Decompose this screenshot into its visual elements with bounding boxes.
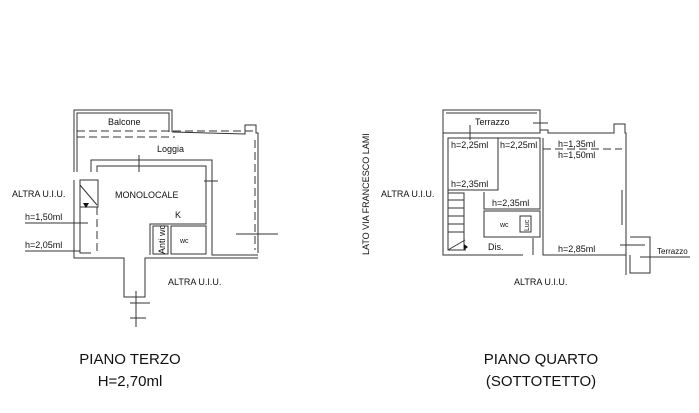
height-label: h=1,50ml <box>558 150 595 160</box>
height-label: h=1,35ml <box>558 139 595 149</box>
plan-subtitle: (SOTTOTETTO) <box>486 373 596 390</box>
label-altra-uiu-left: ALTRA U.I.U. <box>381 189 434 199</box>
label-altra-uiu-bottom: ALTRA U.I.U. <box>514 277 567 287</box>
room-label-dis: Dis. <box>488 242 504 252</box>
room-label-k: K <box>175 210 181 220</box>
room-label-antiwc: Anti wc <box>157 224 167 254</box>
room-label-terrazzo: Terrazzo <box>475 117 510 127</box>
room-label-luc: Luc <box>524 219 531 231</box>
room-label-terrazzo: Terrazzo <box>657 247 688 256</box>
height-label: h=2,35ml <box>492 198 529 208</box>
room-label-balcone: Balcone <box>108 117 141 127</box>
plan-piano-terzo <box>25 109 278 327</box>
label-altra-uiu-left: ALTRA U.I.U. <box>12 189 65 199</box>
plan-title: PIANO QUARTO <box>484 351 598 368</box>
room-label-loggia: Loggia <box>157 144 184 154</box>
plan-title: PIANO TERZO <box>79 351 180 368</box>
height-label: h=2,25ml <box>500 140 537 150</box>
plan-piano-quarto <box>442 109 690 275</box>
height-label: h=2,25ml <box>451 140 488 150</box>
height-label: h=2,35ml <box>451 179 488 189</box>
plan-subtitle: H=2,70ml <box>98 373 163 390</box>
room-label-wc: wc <box>179 238 189 245</box>
height-label: h=1,50ml <box>25 212 62 222</box>
room-label-wc: wc <box>499 222 509 229</box>
street-label: LATO VIA FRANCESCO LAMI <box>361 133 371 255</box>
height-label: h=2,85ml <box>558 244 595 254</box>
label-altra-uiu-bottom: ALTRA U.I.U. <box>168 277 221 287</box>
height-label: h=2,05ml <box>25 240 62 250</box>
room-label-monolocale: MONOLOCALE <box>115 190 179 200</box>
